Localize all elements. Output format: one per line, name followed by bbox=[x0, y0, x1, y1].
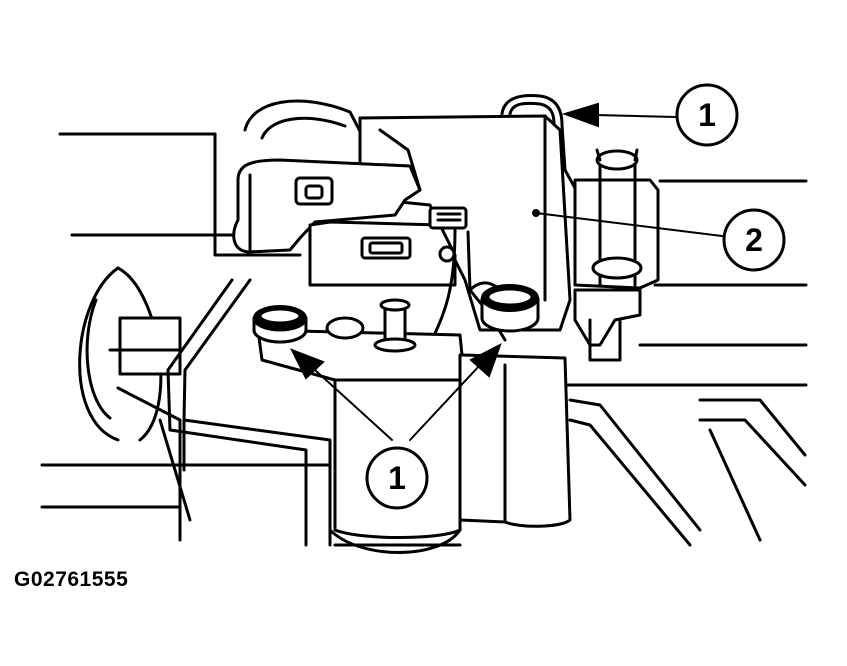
lower-frame bbox=[568, 398, 807, 547]
right-tube bbox=[573, 148, 660, 362]
callout-1-top: 1 bbox=[675, 83, 739, 147]
callout-2-label: 2 bbox=[745, 222, 763, 258]
leaders bbox=[289, 102, 723, 441]
left-cap bbox=[252, 305, 308, 344]
figure-id: G02761555 bbox=[14, 568, 129, 591]
center-stud bbox=[325, 298, 417, 353]
canister bbox=[256, 328, 572, 554]
callout-1-top-label: 1 bbox=[698, 97, 716, 133]
callout-1-bottom: 1 bbox=[365, 446, 429, 510]
right-cap bbox=[480, 284, 540, 333]
curved-tube bbox=[166, 278, 332, 547]
electrical-connector bbox=[232, 128, 422, 254]
top-hose bbox=[243, 99, 382, 172]
callout-1-bottom-label: 1 bbox=[388, 460, 406, 496]
background-lines bbox=[40, 132, 808, 509]
top-clip bbox=[500, 94, 577, 190]
pulley bbox=[78, 266, 192, 542]
callout-2: 2 bbox=[722, 208, 786, 272]
